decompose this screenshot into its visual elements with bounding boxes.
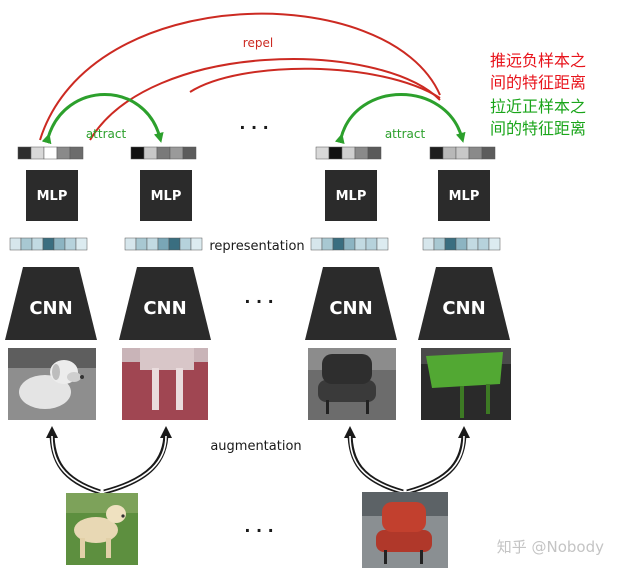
projection-vector bbox=[17, 146, 84, 160]
svg-text:MLP: MLP bbox=[151, 189, 182, 204]
repel-arcs bbox=[39, 12, 441, 141]
cnn-block: CNN bbox=[418, 267, 510, 340]
representation-vector bbox=[310, 237, 389, 251]
projection-vector bbox=[315, 146, 382, 160]
representation-vector bbox=[9, 237, 88, 251]
augmentation-label: augmentation bbox=[210, 439, 301, 454]
repel-label: repel bbox=[243, 36, 273, 50]
ellipsis-bottom: · · · bbox=[244, 521, 273, 540]
representation-vector bbox=[124, 237, 203, 251]
mlp-block: MLP bbox=[325, 170, 377, 221]
projection-vector bbox=[130, 146, 197, 160]
annotation-repel-line1: 推远负样本之 bbox=[490, 51, 586, 70]
ellipsis-top: · · · bbox=[239, 118, 268, 137]
repel-arc-outer bbox=[39, 12, 441, 141]
mlp-block: MLP bbox=[140, 170, 192, 221]
attract-label-left: attract bbox=[86, 127, 127, 141]
ellipsis-middle: · · · bbox=[244, 292, 273, 311]
cnn-block: CNN bbox=[305, 267, 397, 340]
representation-label: representation bbox=[209, 239, 304, 254]
aug-arrow-chair-right bbox=[406, 426, 470, 495]
augmented-view-dog-red bbox=[122, 348, 208, 420]
aug-arrow-dog-left bbox=[46, 426, 101, 495]
aug-arrow-chair-left bbox=[344, 426, 404, 495]
cnn-block: CNN bbox=[119, 267, 211, 340]
attract-arc-right bbox=[334, 93, 466, 145]
attract-label-right: attract bbox=[385, 127, 426, 141]
annotation-attract-line1: 拉近正样本之 bbox=[490, 97, 586, 116]
svg-text:CNN: CNN bbox=[442, 298, 485, 319]
projection-vector bbox=[429, 146, 496, 160]
original-image-dog bbox=[66, 493, 138, 565]
cnn-block: CNN bbox=[5, 267, 97, 340]
augmented-view-chair-green bbox=[421, 348, 511, 420]
svg-text:CNN: CNN bbox=[143, 298, 186, 319]
svg-text:CNN: CNN bbox=[329, 298, 372, 319]
augmented-view-chair-gray bbox=[308, 348, 396, 420]
original-image-chair bbox=[362, 492, 448, 568]
mlp-block: MLP bbox=[26, 170, 78, 221]
augmentation-arrows-inner bbox=[51, 435, 465, 493]
mlp-block: MLP bbox=[438, 170, 490, 221]
attract-arcs bbox=[41, 93, 466, 145]
svg-text:MLP: MLP bbox=[37, 189, 68, 204]
svg-text:MLP: MLP bbox=[336, 189, 367, 204]
representation-vector bbox=[422, 237, 501, 251]
annotation-repel-line2: 间的特征距离 bbox=[490, 73, 586, 92]
repel-arc-inner bbox=[189, 67, 441, 99]
repel-arc-middle bbox=[89, 58, 441, 141]
svg-text:MLP: MLP bbox=[449, 189, 480, 204]
svg-text:CNN: CNN bbox=[29, 298, 72, 319]
attract-arc-left bbox=[41, 93, 164, 145]
watermark: 知乎 @Nobody bbox=[497, 538, 604, 556]
annotation-attract-line2: 间的特征距离 bbox=[490, 119, 586, 138]
augmented-view-dog-gray bbox=[8, 348, 96, 420]
